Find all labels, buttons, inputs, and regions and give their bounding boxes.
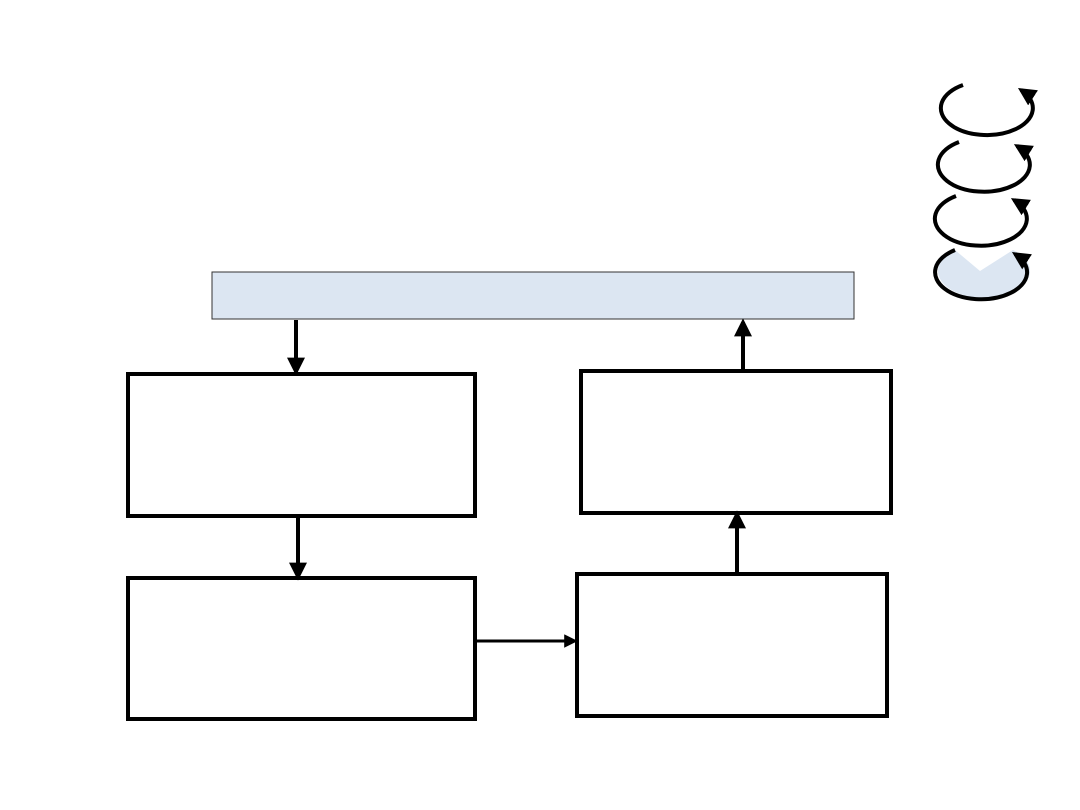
box-top-left-frame <box>126 372 477 518</box>
banner <box>211 271 855 320</box>
box-top-left <box>126 372 477 518</box>
box-bottom-right-frame <box>575 572 889 718</box>
cycle-ring-2-icon <box>935 140 1034 194</box>
box-top-right <box>579 369 893 515</box>
box-bottom-right <box>575 572 889 718</box>
cycle-ring-3-icon <box>932 194 1031 248</box>
box-top-right-frame <box>579 369 893 515</box>
cycle-ring-4-icon <box>933 248 1032 302</box>
box-bottom-left-frame <box>126 576 477 721</box>
banner-box <box>211 271 855 320</box>
cycle-ring-1-icon <box>938 83 1038 138</box>
cycle-indicator <box>932 83 1038 302</box>
box-bottom-left <box>126 576 477 721</box>
cycle-ring-4-fill <box>937 250 1030 298</box>
